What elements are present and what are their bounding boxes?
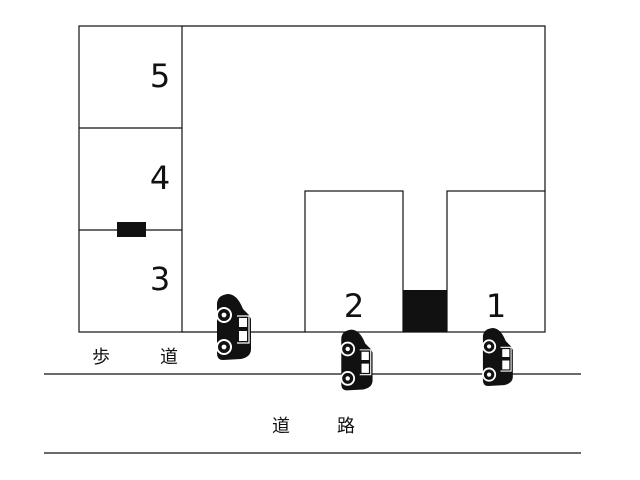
road-label-char-1: 道	[272, 416, 290, 437]
space-number-3: 3	[150, 260, 170, 298]
car-icon	[482, 327, 514, 387]
car-icon	[216, 293, 252, 361]
left-column-spaces	[78, 25, 183, 333]
space-number-5: 5	[150, 57, 170, 95]
car-icon	[340, 328, 374, 392]
space-number-1: 1	[486, 287, 506, 325]
marker-block-small	[117, 222, 146, 237]
sidewalk-label-char-1: 歩	[92, 347, 110, 368]
building-outline	[182, 25, 546, 191]
road-label-char-2: 路	[337, 416, 355, 437]
space-number-4: 4	[150, 159, 170, 197]
space-number-2: 2	[344, 287, 364, 325]
sidewalk-label-char-2: 道	[160, 347, 178, 368]
marker-block-large	[403, 290, 447, 332]
